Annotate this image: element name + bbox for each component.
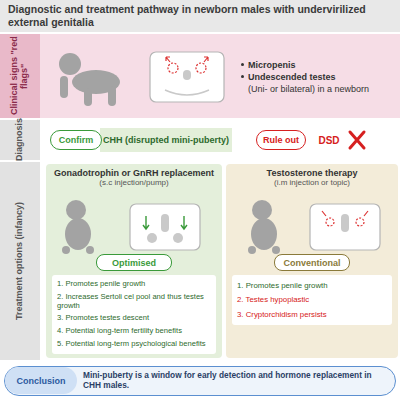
- row-label: Diagnosis: [0, 120, 40, 160]
- node-box: 1. Promotes penile growth 2. Increases Se…: [52, 275, 216, 354]
- panel-heading: Gonadotrophin or GnRH replacement: [46, 168, 222, 178]
- outcome-item: 1. Promotes penile growth: [237, 281, 387, 290]
- sign-item: Undescended testes: [240, 71, 396, 83]
- node-box: Optimised: [96, 254, 172, 271]
- diagnosis-text: CHH (disrupted mini-puberty): [103, 135, 229, 145]
- panel-subheading: (i.m injection or topic): [226, 178, 398, 187]
- confirm-label: Confirm: [59, 135, 94, 145]
- node-box: CHH (disrupted mini-puberty): [100, 128, 232, 152]
- node-box: 1. Promotes penile growth 2. Testes hypop…: [232, 275, 392, 325]
- row-label: Clinical signs "red flags": [0, 34, 40, 118]
- row-band: Treatment options (infancy)Gonadotrophin…: [0, 162, 400, 360]
- title-text: Diagnostic and treatment pathway in newb…: [8, 3, 392, 28]
- conclusion-band: Mini-puberty is a window for early detec…: [4, 366, 396, 396]
- badge: Conventional: [283, 258, 340, 268]
- rule-out-label: Rule out: [263, 135, 299, 145]
- conclusion-text: Mini-puberty is a window for early detec…: [83, 371, 389, 391]
- benefit-item: 5. Potential long-term psychological ben…: [57, 340, 211, 349]
- benefit-item: 1. Promotes penile growth: [57, 280, 211, 289]
- node-box: Confirm: [50, 130, 102, 150]
- node-box: Gonadotrophin or GnRH replacement(s.c in…: [46, 164, 222, 358]
- node-box: Conclusion: [5, 367, 77, 394]
- node-box: MicropenisUndescended testes(Uni- or bil…: [240, 48, 396, 106]
- benefit-item: 4. Potential long-term fertility benefit…: [57, 327, 211, 336]
- row-label: Treatment options (infancy): [0, 162, 40, 360]
- row-band: Diagnosis Confirm CHH (disrupted mini-pube…: [0, 120, 400, 160]
- outcome-item: 2. Testes hypoplastic: [237, 295, 387, 304]
- outcome-item: 3. Cryptorchidism persists: [237, 310, 387, 319]
- excluded-diagnosis: DSD: [318, 135, 339, 146]
- node-box: Conventional: [274, 254, 350, 271]
- panel-heading: Testosterone therapy: [226, 168, 398, 178]
- panel-subheading: (s.c injection/pump): [46, 178, 222, 187]
- node-box: Rule out: [256, 130, 306, 150]
- sign-item: Micropenis: [240, 59, 396, 71]
- row-band: Clinical signs "red flags" MicropenisUnde…: [0, 34, 400, 118]
- node-box: DSD: [312, 128, 346, 152]
- conclusion-label: Conclusion: [17, 376, 66, 386]
- node-box: Testosterone therapy(i.m injection or to…: [226, 164, 398, 358]
- header-band: Diagnostic and treatment pathway in newb…: [0, 0, 400, 32]
- benefit-item: 3. Promotes testes descent: [57, 314, 211, 323]
- benefit-item: 2. Increases Sertoli cel pool and thus t…: [57, 293, 211, 310]
- badge: Optimised: [112, 258, 156, 268]
- sign-note: (Uni- or bilateral) in a newborn: [240, 83, 396, 95]
